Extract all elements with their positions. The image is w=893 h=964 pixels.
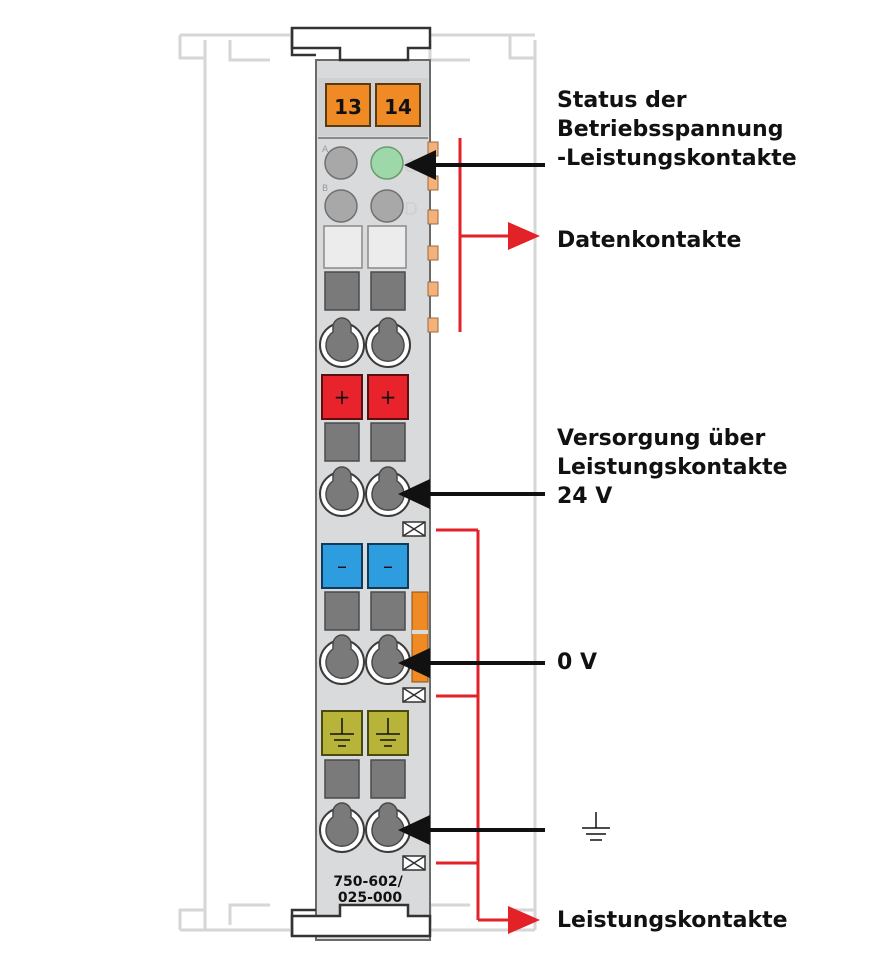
svg-text:14: 14	[384, 95, 412, 119]
ground-marker-right	[367, 710, 409, 756]
power-contacts-arrowhead	[508, 906, 540, 934]
svg-text:750-602/: 750-602/	[333, 874, 403, 890]
svg-text:A: A	[322, 145, 329, 155]
svg-text:B: B	[322, 184, 328, 194]
ground-icon	[376, 718, 400, 747]
svg-text:–: –	[337, 554, 347, 578]
svg-text:–: –	[383, 554, 393, 578]
connector-section-1	[319, 271, 412, 368]
power-contact-tab-1	[402, 521, 426, 537]
plus-marker-right: +	[367, 374, 409, 420]
led-d: D	[370, 189, 418, 223]
supply-arrow	[398, 479, 545, 509]
ground-icon	[582, 812, 610, 841]
data-contacts-label: Datenkontakte	[557, 228, 742, 253]
power-contacts-bracket	[436, 528, 512, 922]
power-contact-tab-2	[402, 687, 426, 703]
marker-area	[323, 225, 407, 269]
svg-text:D: D	[404, 199, 418, 220]
led-c-status: C	[370, 146, 417, 180]
ground-arrow	[398, 815, 545, 845]
svg-text:+: +	[380, 385, 397, 409]
ground-marker-left	[321, 710, 363, 756]
status-label: Status der Betriebsspannung -Leistungsko…	[557, 88, 797, 171]
terminal-marker-13: 13	[325, 83, 371, 127]
zero-v-label: 0 V	[557, 650, 597, 675]
power-contacts-label: Leistungskontakte	[557, 908, 788, 933]
minus-marker-left: –	[321, 543, 363, 589]
model-number: 750-602/ 025-000	[333, 874, 403, 906]
power-contact-tab-3	[402, 855, 426, 871]
ground-icon	[330, 718, 354, 747]
svg-text:025-000: 025-000	[338, 890, 403, 906]
connector-section-4	[319, 759, 412, 853]
plus-marker-left: +	[321, 374, 363, 420]
supply-label: Versorgung über Leistungskontakte 24 V	[557, 426, 788, 509]
zero-v-arrow	[398, 648, 545, 678]
led-a: A	[322, 145, 358, 180]
status-arrow	[404, 150, 545, 180]
minus-marker-right: –	[367, 543, 409, 589]
data-contacts-bracket	[458, 138, 540, 332]
connector-section-3	[319, 591, 412, 685]
svg-text:13: 13	[334, 95, 362, 119]
terminal-marker-14: 14	[375, 83, 421, 127]
svg-text:+: +	[334, 385, 351, 409]
led-b: B	[322, 184, 358, 223]
